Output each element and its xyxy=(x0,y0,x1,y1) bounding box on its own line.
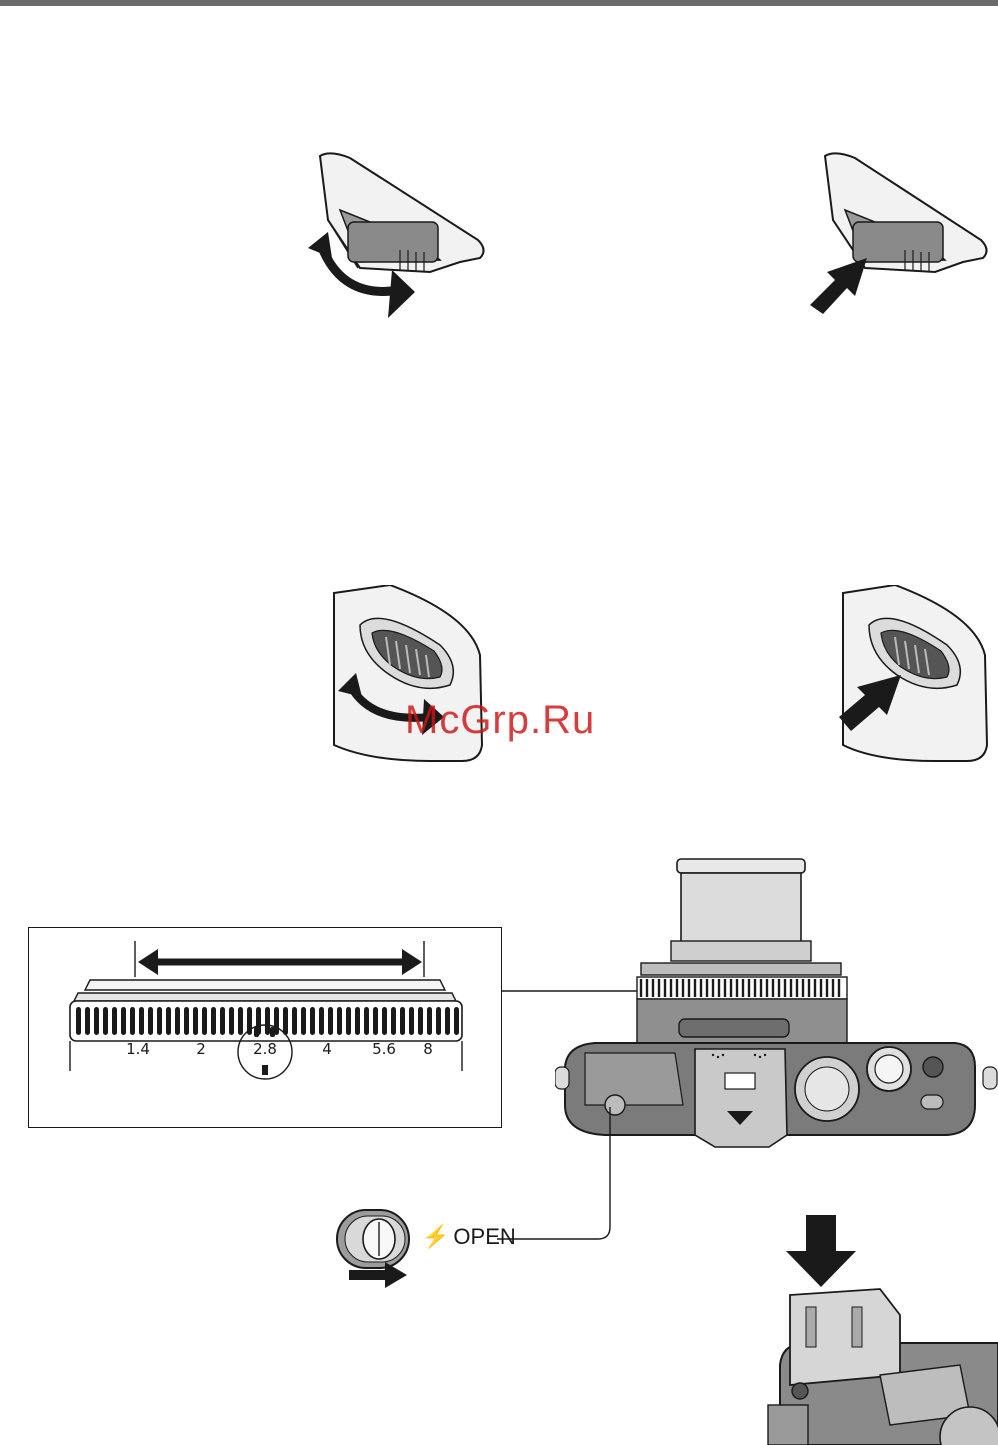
aperture-value-1-4: 1.4 xyxy=(126,1040,150,1058)
flash-icon: ⚡ xyxy=(422,1224,449,1250)
aperture-value-2: 2 xyxy=(196,1040,206,1058)
aperture-value-8: 8 xyxy=(423,1040,433,1058)
aperture-value-5-6: 5.6 xyxy=(372,1040,396,1058)
flash-close-illustration xyxy=(760,1215,998,1445)
aperture-value-2-8: 2.8 xyxy=(253,1040,277,1058)
aperture-ring-illustration xyxy=(60,935,470,1080)
rear-dial-rotate-illustration xyxy=(300,150,500,330)
rear-dial-press-illustration xyxy=(805,150,998,330)
flash-open-text: OPEN xyxy=(453,1224,515,1250)
camera-top-view-illustration xyxy=(555,855,998,1155)
flash-open-label: ⚡ OPEN xyxy=(422,1224,516,1250)
watermark-text: McGrp.Ru xyxy=(405,698,595,743)
front-dial-press-illustration xyxy=(835,585,995,765)
page-top-rule xyxy=(0,0,998,6)
aperture-value-4: 4 xyxy=(322,1040,332,1058)
flash-open-switch xyxy=(335,1208,415,1298)
